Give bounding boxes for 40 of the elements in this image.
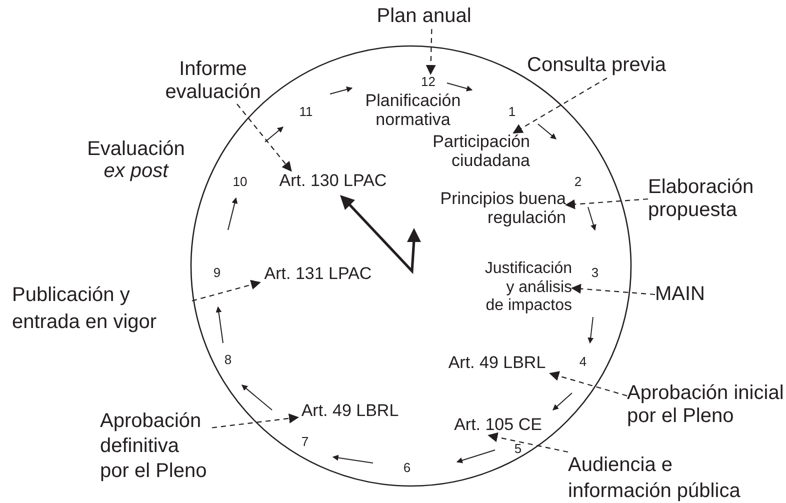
stage-label: Informe evaluación [164, 58, 262, 104]
stage-label: Elaboración propuesta [648, 176, 755, 222]
stage-label: Plan anual [376, 4, 472, 29]
dashed-arrow [549, 371, 628, 396]
clock-number: 12 [421, 74, 436, 89]
stage-label: Aprobación definitiva por el Pleno [100, 409, 208, 484]
dashed-arrow [212, 413, 299, 428]
dashed-arrow [192, 280, 261, 302]
stage-label: Evaluación ex post [86, 138, 186, 182]
step-label: Participación ciudadana [432, 133, 530, 170]
clock-number: 2 [573, 174, 583, 190]
dashed-arrow [512, 78, 608, 134]
clock-number: 5 [513, 442, 523, 456]
stage-label: MAIN [655, 282, 706, 307]
step-label: Art. 130 LPAC [278, 171, 388, 192]
stage-label: Aprobación inicial por el Pleno [627, 382, 785, 428]
stage-label: Publicación y entrada en vigor [12, 283, 158, 335]
step-label: Art. 49 LBRL [300, 401, 400, 422]
clock-number: 11 [298, 104, 314, 120]
step-label: Art. 105 CE [453, 415, 543, 436]
dashed-arrow [488, 432, 568, 453]
clock-number: 7 [300, 434, 310, 450]
clock-number: 3 [590, 266, 600, 280]
clock-number: 4 [578, 354, 588, 370]
clock-number: 10 [232, 174, 248, 190]
dashed-arrow [426, 28, 436, 75]
stage-label: Audiencia e información pública [568, 453, 742, 503]
step-label: Art. 131 LPAC [263, 264, 373, 284]
clock-number: 9 [212, 266, 222, 280]
step-label: Planificación normativa [364, 92, 462, 130]
dashed-arrow [571, 284, 656, 296]
clock-number: 1 [507, 104, 517, 120]
dashed-arrow [565, 198, 648, 210]
stage-label: Consulta previa [527, 53, 667, 78]
clock-number: 6 [402, 460, 412, 476]
clock-number: 8 [223, 352, 233, 368]
step-label: Art. 49 LBRL [447, 353, 547, 374]
step-label: Principios buena regulación [439, 190, 566, 228]
dashed-arrow [236, 104, 292, 172]
step-label: Justificación y análisis de impactos [484, 260, 572, 316]
